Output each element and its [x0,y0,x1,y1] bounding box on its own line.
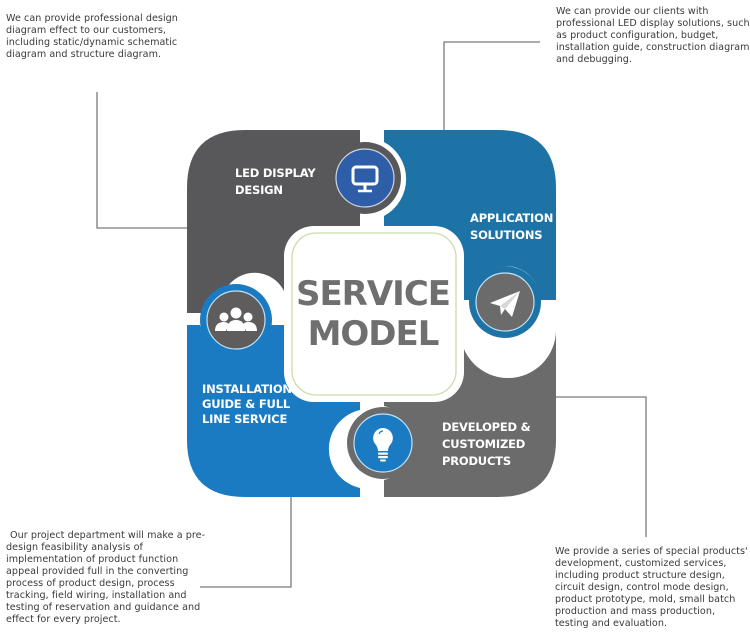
label-line: LINE SERVICE [202,412,288,426]
connector-led-display-design [96,92,190,229]
label-line: DEVELOPED & [442,420,531,434]
application-solutions-description: We can provide our clients with professi… [556,6,750,65]
developed-products-description: We provide a series of special products'… [555,546,748,629]
label-line: APPLICATION [470,211,553,225]
label-line: CUSTOMIZED [442,437,525,451]
light-bulb-icon [373,428,393,462]
paper-plane-icon-badge [475,272,535,332]
monitor-icon [351,165,379,193]
people-group-icon-badge [206,290,266,350]
connector-application-solutions [443,41,540,132]
application-solutions-label: APPLICATION SOLUTIONS [470,211,553,242]
led-display-design-description: We can provide professional design diagr… [6,13,178,60]
people-group-icon [215,307,257,331]
label-line: LED DISPLAY [235,166,316,180]
installation-guide-description: Our project department will make a pre-d… [6,530,206,625]
center-title-line2: MODEL [308,314,439,354]
connector-lines [96,41,647,588]
led-display-design-label: LED DISPLAY DESIGN [235,166,317,197]
label-line: INSTALLATION [202,382,292,396]
center-box: SERVICE MODEL [284,226,464,402]
label-line: GUIDE & FULL [202,397,291,411]
label-line: DESIGN [235,183,283,197]
light-bulb-icon-badge [353,413,413,473]
connector-installation-guide [200,495,292,588]
label-line: SOLUTIONS [470,228,542,242]
label-line: PRODUCTS [442,454,511,468]
developed-products-label: DEVELOPED & CUSTOMIZED PRODUCTS [442,420,531,468]
quadrant-application-solutions [384,130,556,300]
center-title-line1: SERVICE [296,274,450,314]
connector-developed-products [554,396,647,537]
quadrant-installation-guide [187,325,360,497]
installation-guide-label: INSTALLATION GUIDE & FULL LINE SERVICE [202,382,292,426]
monitor-icon-badge [335,148,395,208]
quadrant-developed-products [384,330,556,497]
paper-plane-icon [490,291,520,317]
